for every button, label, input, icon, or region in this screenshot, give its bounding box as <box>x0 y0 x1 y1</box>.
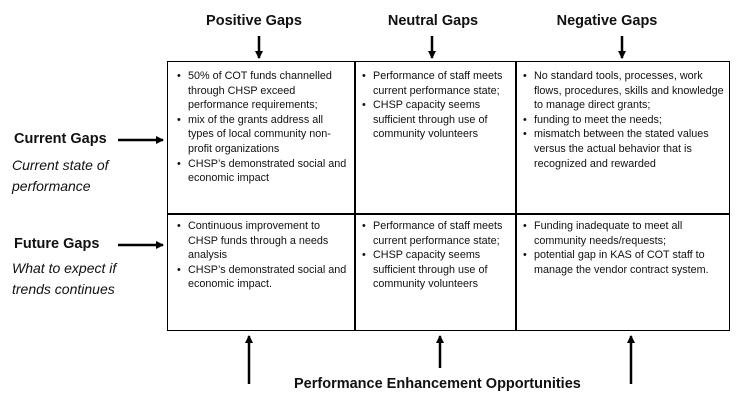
future-gaps-subtitle: What to expect if trends continues <box>12 260 117 297</box>
cell-future-neutral: Performance of staff meets current perfo… <box>359 219 511 292</box>
list-item: Performance of staff meets current perfo… <box>359 69 511 98</box>
list-item: CHSP’s demonstrated social and economic … <box>174 157 350 186</box>
list-item: Performance of staff meets current perfo… <box>359 219 511 248</box>
list-item: CHSP capacity seems sufficient through u… <box>359 98 511 142</box>
positive-gaps-header: Positive Gaps <box>206 13 302 29</box>
future-gaps-label: Future Gaps <box>14 236 100 252</box>
list-item: Funding inadequate to meet all community… <box>520 219 725 248</box>
performance-enhancement-label: Performance Enhancement Opportunities <box>294 376 581 392</box>
gap-matrix: 50% of COT funds channelled through CHSP… <box>167 61 730 331</box>
current-gaps-subtitle: Current state of performance <box>12 157 109 194</box>
negative-gaps-header: Negative Gaps <box>556 13 658 29</box>
column-divider <box>515 62 517 330</box>
cell-current-neutral: Performance of staff meets current perfo… <box>359 69 511 142</box>
cell-future-negative: Funding inadequate to meet all community… <box>520 219 725 277</box>
row-divider <box>168 213 729 215</box>
current-gaps-label: Current Gaps <box>14 131 107 147</box>
list-item: Continuous improvement to CHSP funds thr… <box>174 219 350 263</box>
list-item: mix of the grants address all types of l… <box>174 113 350 157</box>
list-item: CHSP capacity seems sufficient through u… <box>359 248 511 292</box>
column-divider <box>354 62 356 330</box>
cell-current-negative: No standard tools, processes, work flows… <box>520 69 725 171</box>
cell-current-positive: 50% of COT funds channelled through CHSP… <box>174 69 350 186</box>
list-item: potential gap in KAS of COT staff to man… <box>520 248 725 277</box>
list-item: 50% of COT funds channelled through CHSP… <box>174 69 350 113</box>
cell-future-positive: Continuous improvement to CHSP funds thr… <box>174 219 350 292</box>
list-item: CHSP’s demonstrated social and economic … <box>174 263 350 292</box>
list-item: funding to meet the needs; <box>520 113 725 128</box>
list-item: mismatch between the stated values versu… <box>520 127 725 171</box>
neutral-gaps-header: Neutral Gaps <box>387 13 479 29</box>
list-item: No standard tools, processes, work flows… <box>520 69 725 113</box>
